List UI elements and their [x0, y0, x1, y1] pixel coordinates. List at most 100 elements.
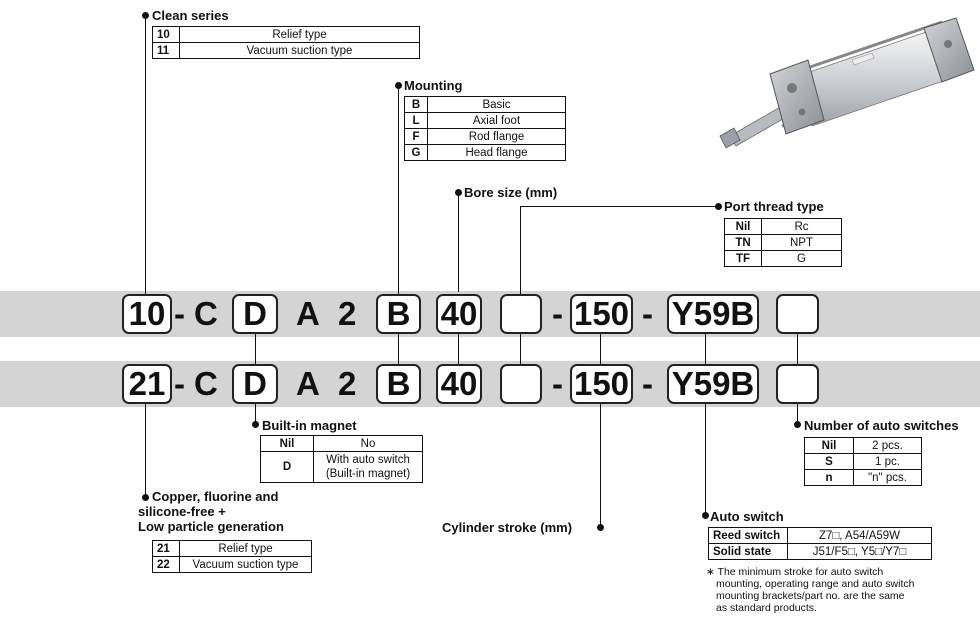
magnet-code: D: [260, 451, 314, 483]
auto-switch-box: Y59B: [667, 364, 759, 404]
magnet-desc: No: [313, 435, 423, 452]
hyphen: -: [174, 365, 185, 402]
hyphen: -: [552, 295, 563, 332]
port-thread-title: Port thread type: [724, 199, 824, 214]
line-bore: [458, 192, 460, 292]
num-switches-code: n: [804, 469, 854, 486]
hyphen: -: [174, 295, 185, 332]
port-thread-desc: Rc: [761, 218, 842, 235]
hyphen: -: [552, 365, 563, 402]
num-switches-desc: "n" pcs.: [853, 469, 922, 486]
auto-switch-box: Y59B: [667, 294, 759, 334]
link-b: [398, 333, 400, 367]
series-letter-c: C: [194, 295, 218, 332]
auto-switch-note-line2: mounting, operating range and auto switc…: [716, 578, 915, 590]
line-copper: [145, 400, 147, 497]
clean-series-desc: Relief type: [179, 26, 420, 43]
port-thread-desc: G: [761, 250, 842, 267]
mounting-code: F: [404, 128, 428, 145]
num-switches-box: [776, 364, 819, 404]
series-digit-2: 2: [338, 295, 357, 332]
magnet-desc: With auto switch (Built-in magnet): [313, 451, 423, 483]
mounting-desc: Basic: [427, 96, 566, 113]
cylinder-product-image: [719, 17, 975, 149]
magnet-code-box: D: [232, 294, 278, 334]
mounting-code: L: [404, 112, 428, 129]
num-switches-box: [776, 294, 819, 334]
auto-switch-note-line4: as standard products.: [716, 602, 817, 614]
port-thread-box: [500, 294, 542, 334]
auto-switch-models: J51/F5□, Y5□/Y7□: [787, 543, 932, 560]
mounting-desc: Axial foot: [427, 112, 566, 129]
dot-mounting: [395, 82, 402, 89]
port-thread-code: Nil: [724, 218, 762, 235]
copper-code: 22: [152, 556, 180, 573]
link-d: [255, 333, 257, 367]
dot-bore: [455, 189, 462, 196]
copper-desc: Relief type: [179, 540, 312, 557]
link-150: [600, 333, 602, 367]
copper-code-box: 21: [122, 364, 172, 404]
mounting-code: G: [404, 144, 428, 161]
clean-series-code-box: 10: [122, 294, 172, 334]
line-auto-switch: [705, 400, 707, 515]
line-stroke: [600, 400, 602, 527]
stroke-box: 150: [570, 364, 633, 404]
link-count: [797, 333, 799, 367]
port-thread-code: TF: [724, 250, 762, 267]
clean-series-code: 11: [152, 42, 180, 59]
mounting-code: B: [404, 96, 428, 113]
series-digit-2: 2: [338, 365, 357, 402]
series-letter-a: A: [296, 295, 320, 332]
auto-switch-title: Auto switch: [710, 509, 784, 524]
link-port: [520, 333, 522, 367]
dot-num-switches: [794, 421, 801, 428]
num-switches-desc: 1 pc.: [853, 453, 922, 470]
num-switches-title: Number of auto switches: [804, 418, 959, 433]
copper-title-line3: Low particle generation: [138, 519, 284, 534]
auto-switch-models: Z7□, A54/A59W: [787, 527, 932, 544]
link-y59b: [705, 333, 707, 367]
line-port-thread: [520, 206, 522, 294]
num-switches-desc: 2 pcs.: [853, 437, 922, 454]
dot-clean-series: [142, 12, 149, 19]
port-thread-code: TN: [724, 234, 762, 251]
mounting-desc: Rod flange: [427, 128, 566, 145]
magnet-desc-line1: With auto switch: [326, 454, 410, 466]
mounting-code-box: B: [376, 364, 421, 404]
line-num-switches: [797, 400, 799, 424]
auto-switch-type: Solid state: [708, 543, 788, 560]
bore-size-box: 40: [436, 364, 482, 404]
hyphen: -: [642, 365, 653, 402]
line-magnet: [255, 400, 257, 424]
auto-switch-note-line3: mounting brackets/part no. are the same: [716, 590, 905, 602]
clean-series-desc: Vacuum suction type: [179, 42, 420, 59]
magnet-code-box: D: [232, 364, 278, 404]
line-clean-series: [145, 14, 147, 294]
series-letter-a: A: [296, 365, 320, 402]
num-switches-code: Nil: [804, 437, 854, 454]
copper-desc: Vacuum suction type: [179, 556, 312, 573]
line-mounting: [398, 85, 400, 295]
bore-size-title: Bore size (mm): [464, 185, 558, 200]
dot-stroke: [597, 524, 604, 531]
stroke-title: Cylinder stroke (mm): [442, 520, 573, 535]
magnet-desc-line2: (Built-in magnet): [325, 468, 411, 480]
auto-switch-note-line1: ∗ The minimum stroke for auto switch: [706, 566, 884, 578]
auto-switch-type: Reed switch: [708, 527, 788, 544]
series-letter-c: C: [194, 365, 218, 402]
dot-port-thread: [715, 203, 722, 210]
mounting-title: Mounting: [404, 78, 463, 93]
copper-title-line2: silicone-free +: [138, 504, 226, 519]
hyphen: -: [642, 295, 653, 332]
copper-code: 21: [152, 540, 180, 557]
dot-magnet: [252, 421, 259, 428]
dot-copper: [142, 494, 149, 501]
